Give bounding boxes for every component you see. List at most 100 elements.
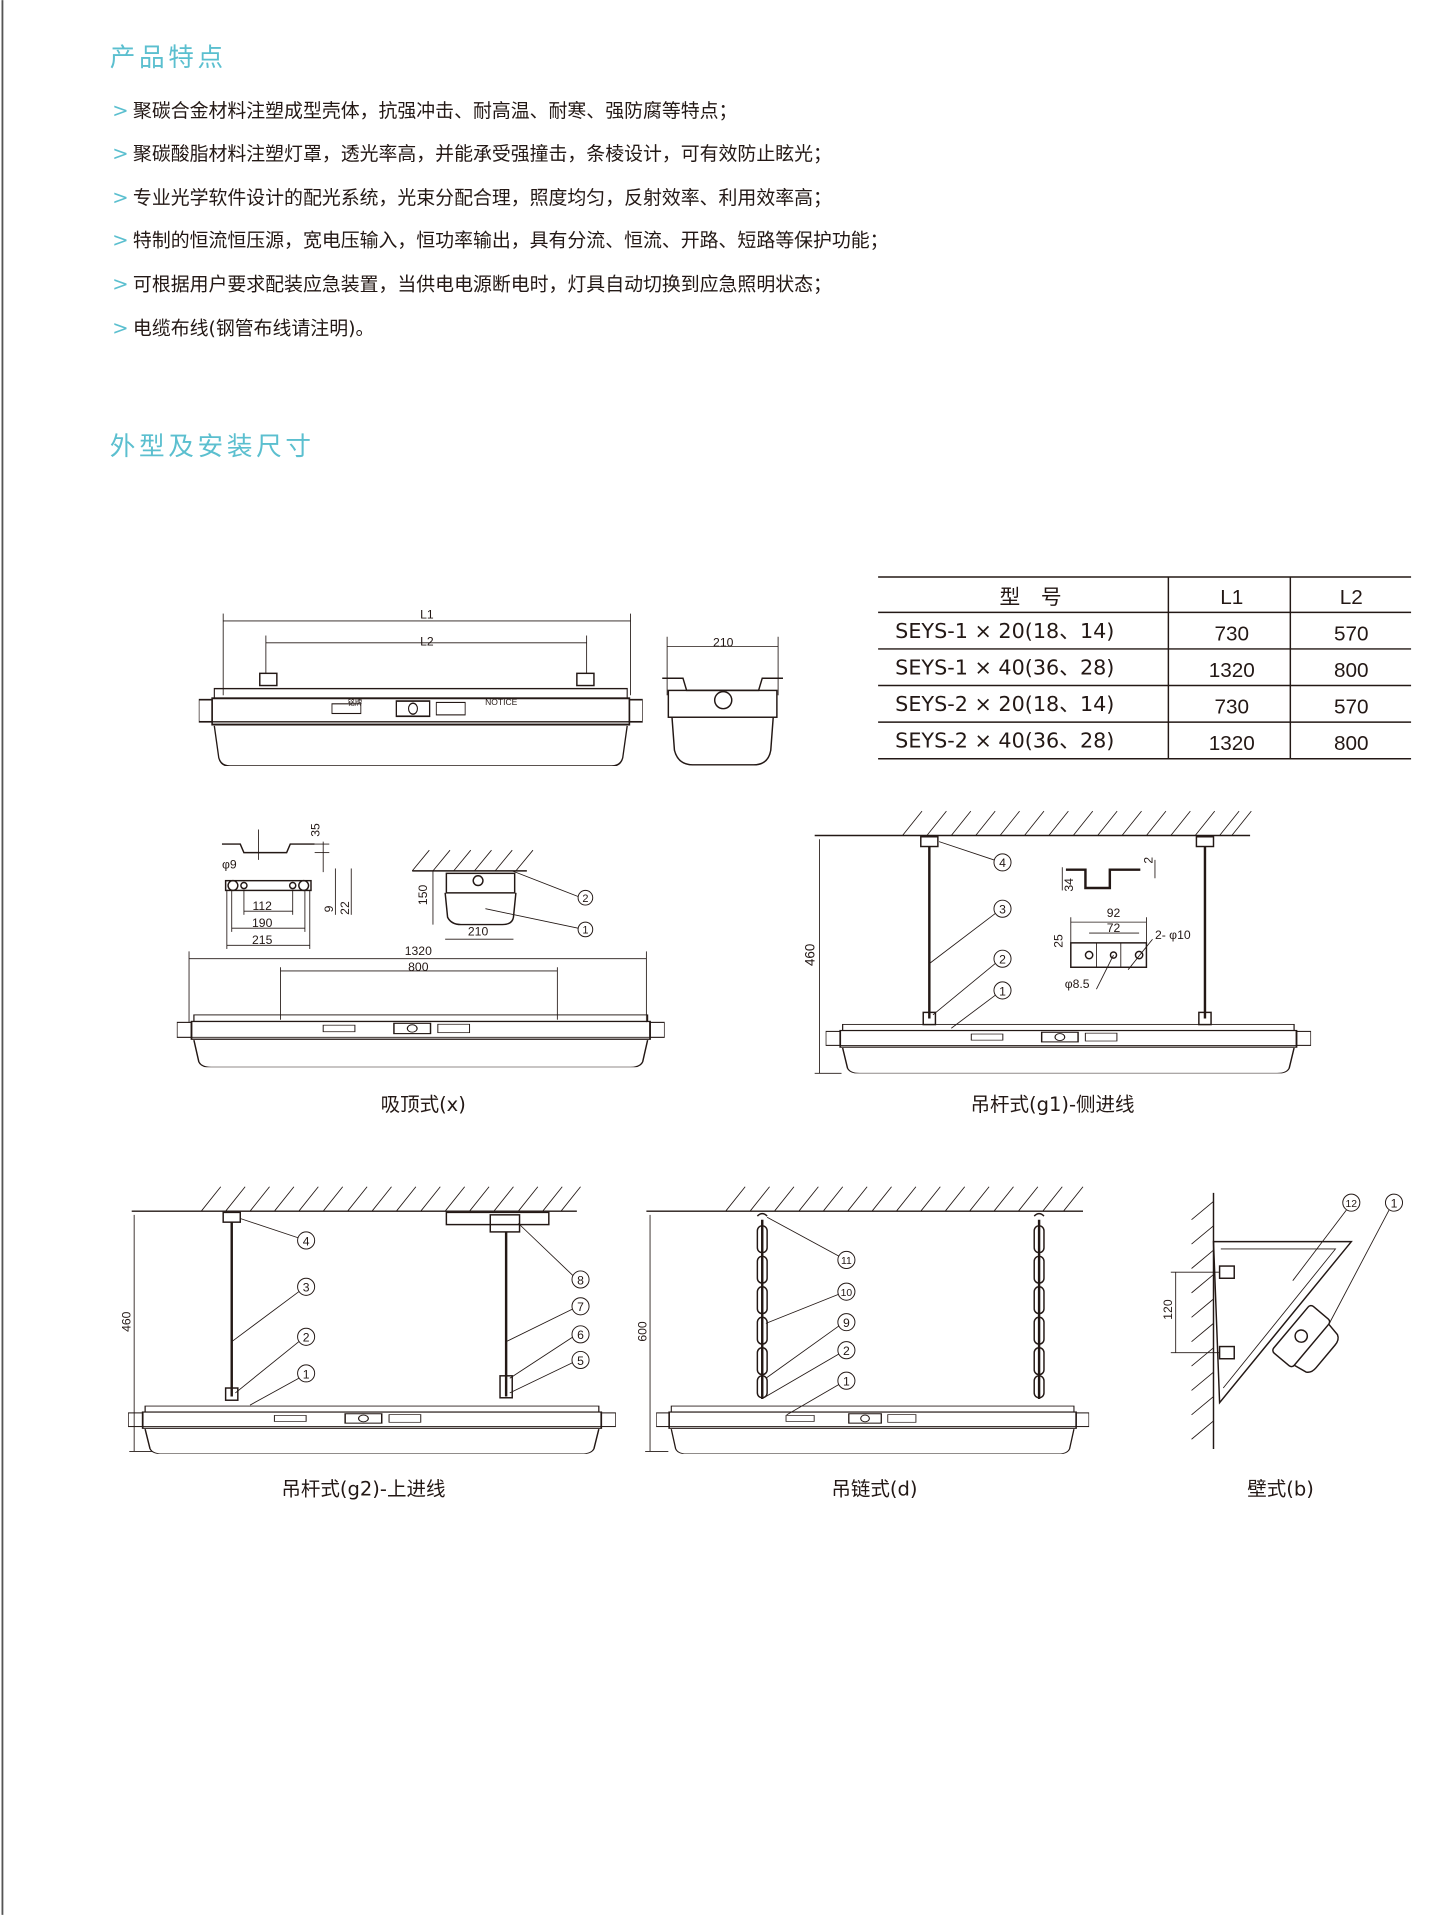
caption-pendant-g2: 吊杆式(g2)-上进线 [281,1477,445,1500]
cell-l2: 800 [1334,732,1369,755]
bullet-marker: > [112,142,128,165]
dimensions-title: 外型及安装尺寸 [110,432,315,462]
bullet-marker: > [112,272,128,295]
dim-25: 25 [1051,934,1065,948]
feature-item: 电缆布线(钢管布线请注明)。 [133,317,374,339]
dim-112: 112 [252,899,272,913]
lamp-front-view [128,1405,616,1454]
dim-phi10: 2- φ10 [1155,928,1191,942]
callout-1: 1 [1391,1197,1398,1211]
table-row: SEYS-1 × 40(36、28) 1320 800 [895,656,1368,682]
pendant-g2-drawing: 460 4 3 2 1 8 7 6 5 吊杆式(g2)-上进线 [119,1186,616,1500]
dim-800: 800 [408,960,429,974]
table-header-l1: L1 [1220,586,1243,609]
callout-6: 6 [577,1328,584,1342]
dim-phi9: φ9 [222,857,237,871]
cell-l1: 730 [1215,696,1250,719]
chain-drawing: 600 11 10 9 2 1 吊链式(d) [635,1186,1090,1500]
ceiling-mount-drawing: 35 φ9 112 190 215 9 22 150 210 2 1 1320 … [176,823,665,1116]
chain-left [756,1212,768,1399]
dim-width: 210 [713,636,734,650]
callout-4: 4 [999,856,1006,870]
table-row: SEYS-2 × 20(18、14) 730 570 [895,692,1368,718]
lamp-front-view [656,1405,1090,1454]
dim-120: 120 [1161,1299,1175,1320]
feature-item: 聚碳酸脂材料注塑灯罩，透光率高，并能承受强撞击，条棱设计，可有效防止眩光； [133,143,832,165]
lamp-front-view [825,1023,1312,1074]
nameplate-label: 铭牌 [348,698,363,707]
wall-mount-drawing: 120 12 1 壁式(b) [1161,1192,1404,1500]
feature-item: 可根据用户要求配装应急装置，当供电电源断电时，灯具自动切换到应急照明状态； [133,273,832,295]
cell-model: SEYS-2 × 20(18、14) [895,692,1114,716]
cell-l2: 570 [1334,696,1369,719]
cell-l1: 1320 [1209,659,1255,682]
bullet-marker: > [112,316,128,339]
lamp-front-view [198,687,643,767]
table-header-model: 型 号 [999,585,1061,609]
cell-model: SEYS-2 × 40(36、28) [895,729,1114,753]
feature-item: 专业光学软件设计的配光系统，光束分配合理，照度均匀，反射效率、利用效率高； [133,187,832,209]
callout-9: 9 [843,1316,850,1330]
dim-l1: L1 [420,607,434,621]
pendant-g1-drawing: 460 4 3 2 1 34 2 92 72 25 2- φ10 φ8.5 吊杆… [803,810,1312,1116]
dim-190: 190 [252,916,273,930]
bullet-marker: > [112,186,128,209]
dim-150: 150 [416,885,430,906]
cell-l1: 1320 [1209,732,1255,755]
dim-72: 72 [1107,921,1121,935]
dim-9: 9 [322,905,336,912]
dim-2: 2 [1142,857,1156,864]
model-table: 型 号 L1 L2 SEYS-1 × 20(18、14) 730 570 SEY… [878,576,1412,760]
callout-3: 3 [999,903,1006,917]
callout-1: 1 [843,1375,850,1389]
caption-pendant-g1: 吊杆式(g1)-侧进线 [970,1093,1134,1116]
callout-4: 4 [303,1234,310,1248]
table-header-l2: L2 [1340,586,1363,609]
callout-10: 10 [841,1288,853,1299]
callout-1: 1 [582,925,588,937]
dim-35: 35 [309,823,323,837]
caption-chain-mount: 吊链式(d) [831,1477,917,1500]
dim-460: 460 [803,944,818,966]
dim-210: 210 [468,925,489,939]
callout-2: 2 [582,893,588,905]
feature-item: 特制的恒流恒压源，宽电压输入，恒功率输出，具有分流、恒流、开路、短路等保护功能； [133,229,889,251]
cell-model: SEYS-1 × 40(36、28) [895,656,1114,680]
dim-215: 215 [252,933,273,947]
lamp-front-view [176,1014,665,1068]
callout-1: 1 [303,1367,310,1381]
cell-l2: 800 [1334,659,1369,682]
callout-2: 2 [843,1344,850,1358]
callout-2: 2 [303,1331,310,1345]
chain-right [1033,1212,1045,1399]
features-title: 产品特点 [110,43,227,73]
callout-11: 11 [841,1256,852,1267]
cell-l1: 730 [1215,622,1250,645]
callout-8: 8 [577,1273,584,1287]
dim-phi8-5: φ8.5 [1065,977,1090,991]
features-list: > 聚碳合金材料注塑成型壳体，抗强冲击、耐高温、耐寒、强防腐等特点； > 聚碳酸… [112,99,888,339]
callout-3: 3 [303,1281,310,1295]
overview-drawing: L1 L2 铭牌 NOTICE 210 [198,607,783,767]
dim-600: 600 [635,1321,649,1342]
cell-model: SEYS-1 × 20(18、14) [895,619,1114,643]
dim-92: 92 [1107,906,1121,920]
notice-label: NOTICE [485,697,517,707]
table-row: SEYS-2 × 40(36、28) 1320 800 [895,729,1368,755]
cell-l2: 570 [1334,622,1369,645]
callout-12: 12 [1346,1199,1358,1210]
dim-22: 22 [338,901,352,915]
callout-5: 5 [577,1354,584,1368]
caption-wall-mount: 壁式(b) [1247,1477,1314,1500]
callout-2: 2 [999,953,1006,967]
callout-7: 7 [577,1300,584,1314]
dim-460: 460 [119,1311,133,1332]
dim-34: 34 [1062,878,1076,892]
dim-l2: L2 [420,634,434,648]
wall-lamp [1272,1304,1339,1373]
bullet-marker: > [112,99,128,122]
feature-item: 聚碳合金材料注塑成型壳体，抗强冲击、耐高温、耐寒、强防腐等特点； [133,100,738,122]
caption-ceiling-mount: 吸顶式(x) [381,1093,466,1116]
bullet-marker: > [112,228,128,251]
